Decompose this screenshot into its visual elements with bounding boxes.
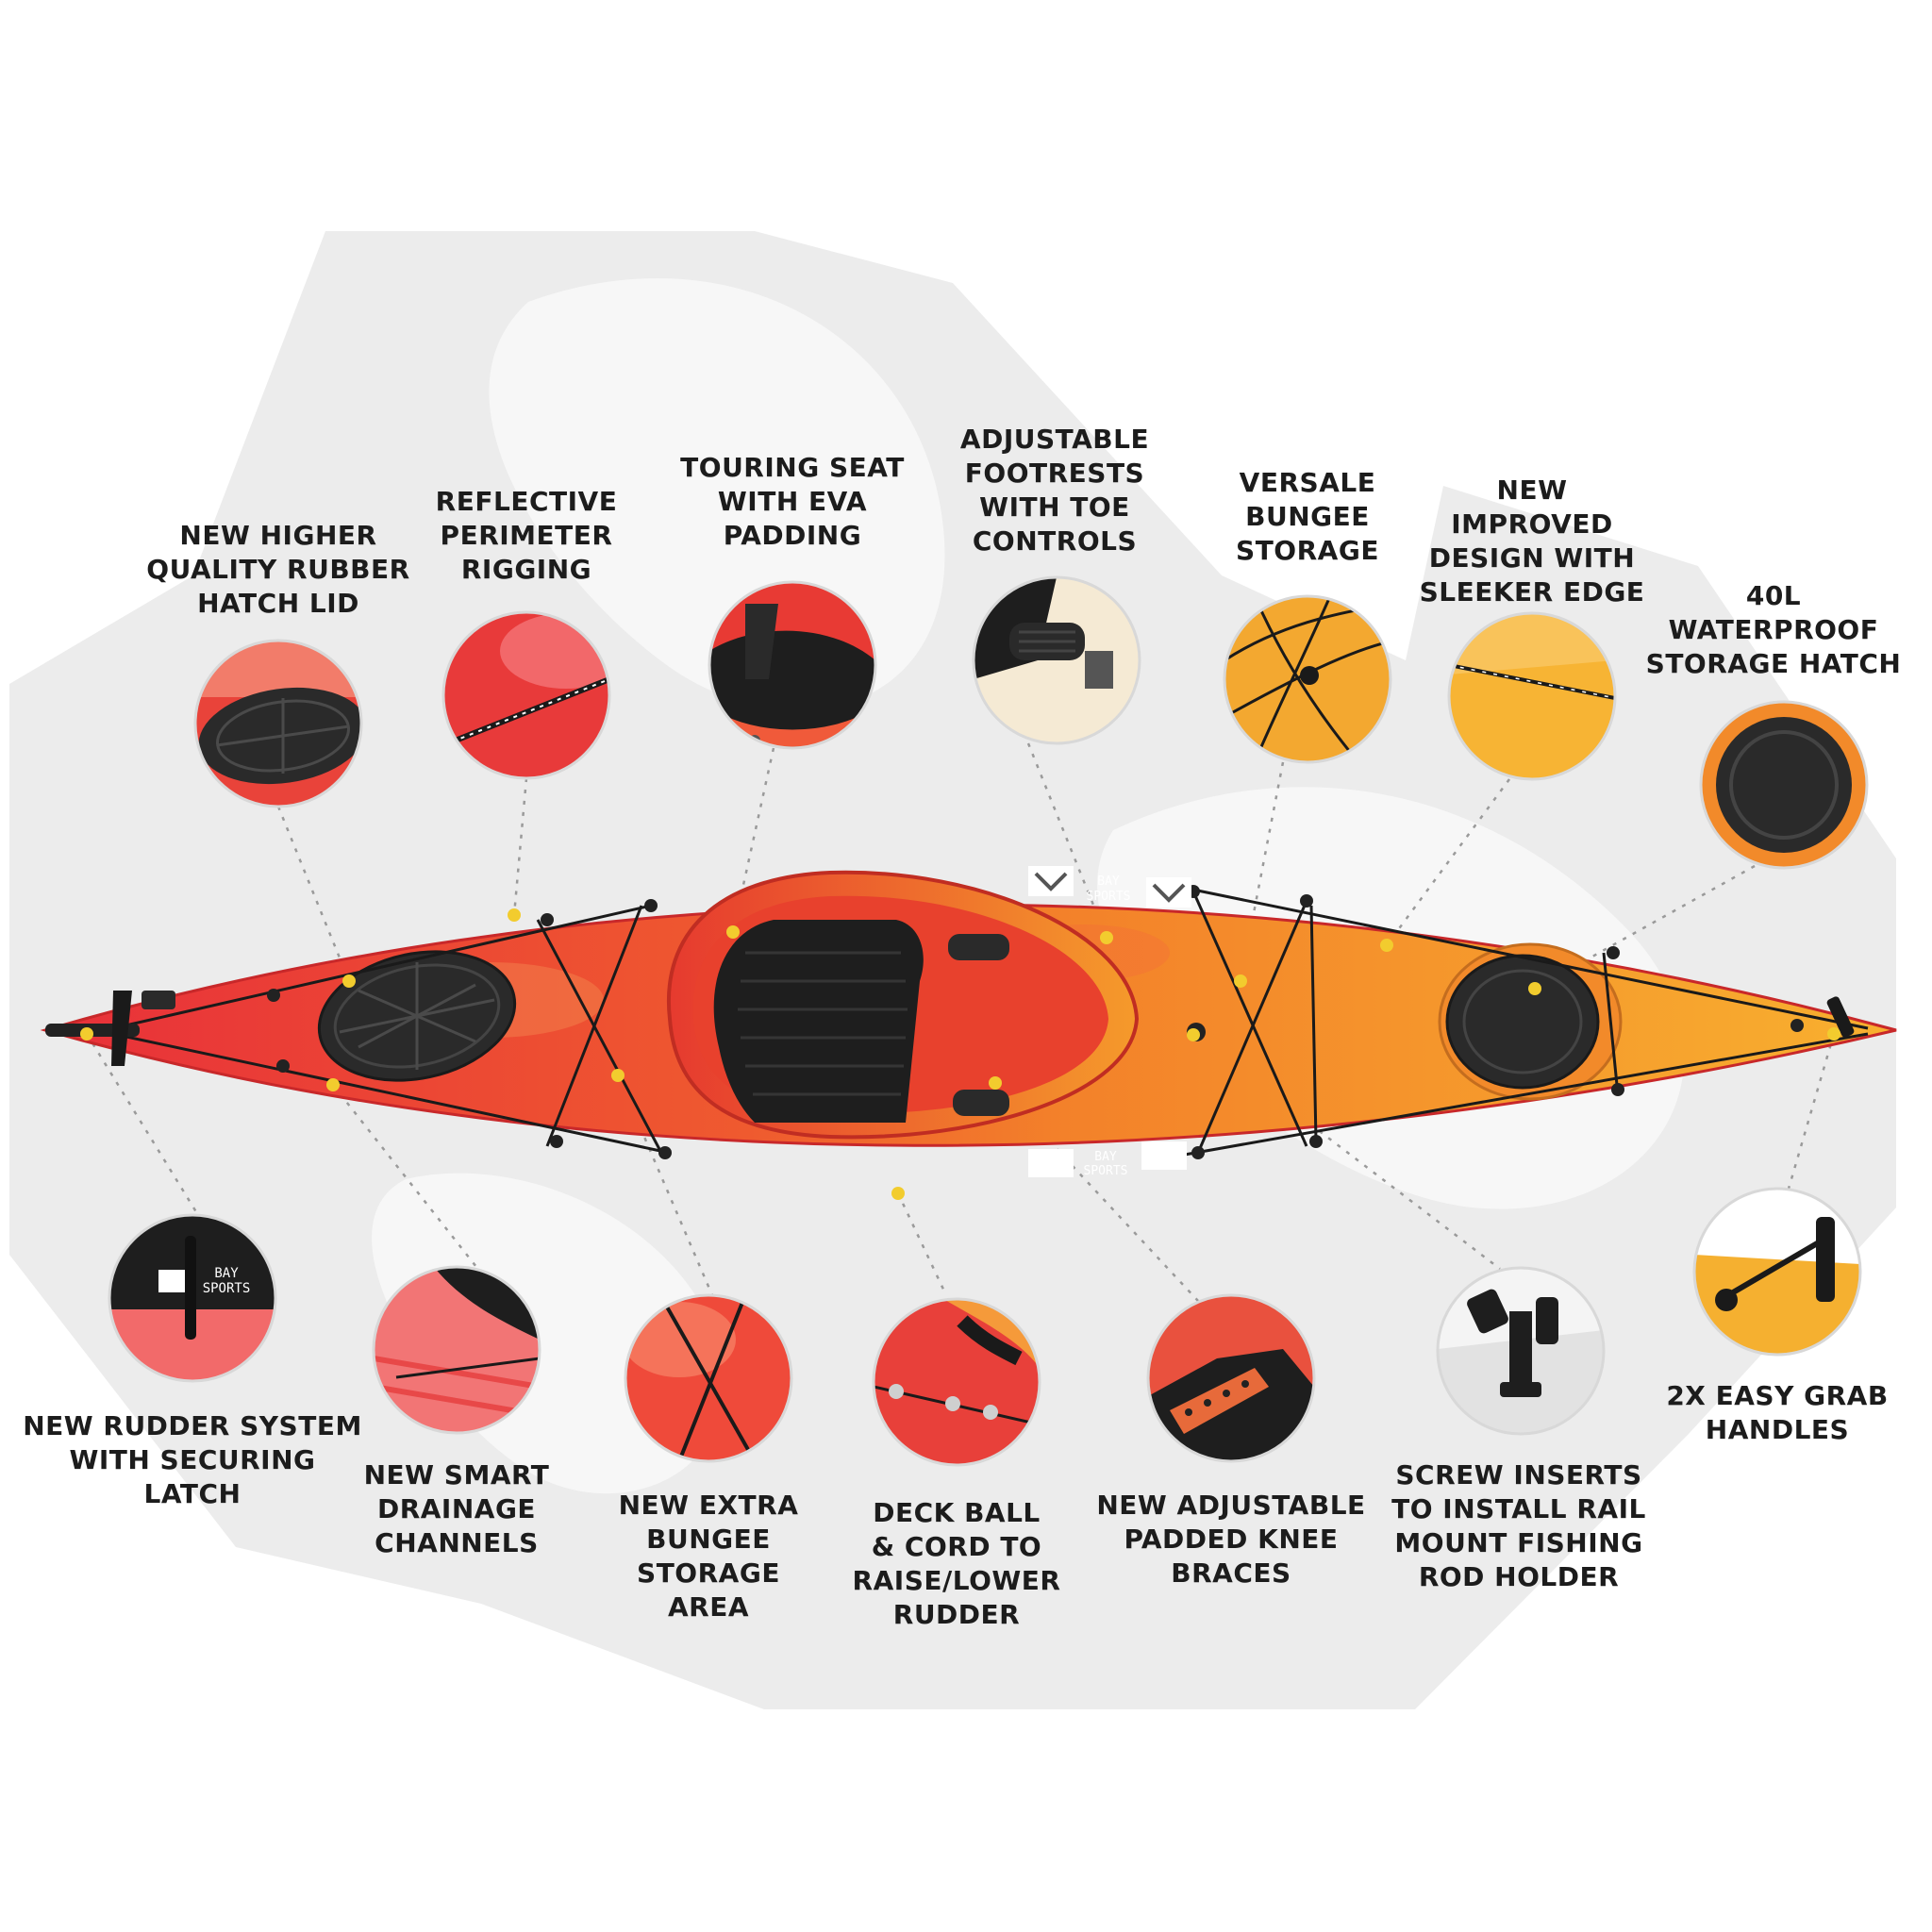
label-deck-ball: DECK BALL & CORD TO RAISE/LOWER RUDDER <box>853 1496 1061 1632</box>
label-line: CONTROLS <box>972 525 1138 557</box>
label-line: LATCH <box>143 1478 242 1509</box>
label-versale-bungee: VERSALE BUNGEE STORAGE <box>1236 466 1379 568</box>
callout-dots <box>80 908 1840 1200</box>
label-line: HATCH LID <box>197 588 359 619</box>
label-perimeter-rigging: REFLECTIVE PERIMETER RIGGING <box>436 485 618 587</box>
label-line: SCREW INSERTS <box>1395 1459 1642 1491</box>
rudder-assembly <box>45 991 175 1066</box>
label-line: STORAGE HATCH <box>1645 648 1902 679</box>
label-extra-bungee: NEW EXTRA BUNGEE STORAGE AREA <box>619 1489 799 1624</box>
label-line: IMPROVED <box>1451 508 1613 540</box>
stern-grab-handle <box>1826 996 1855 1038</box>
svg-text:SPORTS: SPORTS <box>1084 1164 1128 1178</box>
label-knee-braces: NEW ADJUSTABLE PADDED KNEE BRACES <box>1096 1489 1365 1591</box>
label-line: NEW <box>1496 475 1568 506</box>
cockpit <box>666 870 1140 1140</box>
label-line: DECK BALL <box>873 1497 1041 1528</box>
label-line: TO INSTALL RAIL <box>1391 1493 1646 1524</box>
detail-circle-rod-holder <box>1436 1266 1606 1436</box>
label-footrests: ADJUSTABLE FOOTRESTS WITH TOE CONTROLS <box>960 423 1149 558</box>
label-line: DRAINAGE <box>376 1493 537 1524</box>
label-line: NEW EXTRA <box>618 1490 799 1521</box>
label-line: VERSALE <box>1239 467 1376 498</box>
deck-logo-bottom: BAY SPORTS <box>1028 1141 1187 1178</box>
label-line: RAISE/LOWER <box>852 1565 1061 1596</box>
front-hatch-lid <box>317 950 517 1082</box>
svg-text:BAY: BAY <box>1094 1150 1117 1164</box>
label-line: PERIMETER <box>440 520 613 551</box>
label-line: CHANNELS <box>375 1527 539 1558</box>
detail-circle-extra-bungee <box>624 1293 793 1463</box>
svg-text:SPORTS: SPORTS <box>203 1281 251 1296</box>
label-line: TOURING SEAT <box>680 452 905 483</box>
label-line: BRACES <box>1171 1557 1291 1589</box>
label-line: NEW SMART <box>363 1459 550 1491</box>
label-rudder-system: NEW RUDDER SYSTEM WITH SECURING LATCH <box>23 1409 362 1511</box>
label-line: WITH EVA <box>717 486 868 517</box>
label-touring-seat: TOURING SEAT WITH EVA PADDING <box>680 451 905 553</box>
label-line: 2X EASY GRAB <box>1666 1380 1889 1411</box>
label-line: STORAGE <box>637 1557 780 1589</box>
label-line: DESIGN WITH <box>1428 542 1636 574</box>
label-line: NEW ADJUSTABLE <box>1096 1490 1366 1521</box>
svg-text:BAY: BAY <box>214 1266 239 1281</box>
label-line: STORAGE <box>1236 535 1379 566</box>
label-line: BUNGEE <box>1245 501 1370 532</box>
label-drainage-channels: NEW SMART DRAINAGE CHANNELS <box>364 1458 550 1560</box>
detail-circle-grab-handle <box>1692 1187 1862 1357</box>
detail-circle-touring-seat <box>708 580 877 750</box>
label-line: QUALITY RUBBER <box>146 554 410 585</box>
label-line: NEW HIGHER <box>179 520 377 551</box>
detail-circle-knee-brace <box>1146 1293 1316 1463</box>
label-line: RIGGING <box>460 554 592 585</box>
label-line: PADDED KNEE <box>1124 1524 1339 1555</box>
label-line: REFLECTIVE <box>435 486 618 517</box>
detail-circle-drainage-channels <box>372 1265 541 1435</box>
label-line: AREA <box>667 1591 750 1623</box>
label-grab-handles: 2X EASY GRAB HANDLES <box>1666 1379 1888 1447</box>
label-line: WITH SECURING <box>69 1444 316 1475</box>
label-line: NEW RUDDER SYSTEM <box>23 1410 362 1441</box>
detail-circle-bungee-storage <box>1223 594 1392 764</box>
label-line: ADJUSTABLE <box>959 424 1150 455</box>
label-line: HANDLES <box>1705 1414 1850 1445</box>
label-line: FOOTRESTS <box>964 458 1145 489</box>
kayak-hull: BAY SPORTS BAY SPORTS <box>40 866 1897 1178</box>
svg-text:SPORTS: SPORTS <box>1087 890 1131 904</box>
label-line: 40L <box>1745 580 1802 611</box>
label-line: ROD HOLDER <box>1418 1561 1620 1592</box>
bungee-cords <box>112 885 1869 1158</box>
label-line: & CORD TO <box>871 1531 1042 1562</box>
leader-lines <box>85 742 1836 1302</box>
label-line: WATERPROOF <box>1668 614 1879 645</box>
deck-logo-top: BAY SPORTS <box>1028 866 1191 908</box>
rear-storage-hatch <box>1438 942 1623 1101</box>
label-storage-hatch: 40L WATERPROOF STORAGE HATCH <box>1646 579 1902 681</box>
label-line: RUDDER <box>892 1599 1021 1630</box>
detail-circle-footrest <box>972 575 1141 745</box>
detail-circle-deck-ball <box>872 1297 1041 1467</box>
label-line: WITH TOE <box>979 491 1130 523</box>
detail-circle-storage-hatch <box>1699 700 1869 870</box>
svg-text:BAY: BAY <box>1097 874 1120 889</box>
detail-circle-sleek-edge <box>1447 611 1617 781</box>
label-line: MOUNT FISHING <box>1394 1527 1643 1558</box>
label-sleeker-edge: NEW IMPROVED DESIGN WITH SLEEKER EDGE <box>1420 474 1645 609</box>
label-screw-inserts: SCREW INSERTS TO INSTALL RAIL MOUNT FISH… <box>1391 1458 1646 1594</box>
label-line: SLEEKER EDGE <box>1419 576 1645 608</box>
label-line: BUNGEE <box>646 1524 771 1555</box>
detail-circle-rudder-latch: BAY SPORTS <box>108 1213 277 1383</box>
label-hatch-lid: NEW HIGHER QUALITY RUBBER HATCH LID <box>146 519 409 621</box>
label-line: PADDING <box>723 520 862 551</box>
